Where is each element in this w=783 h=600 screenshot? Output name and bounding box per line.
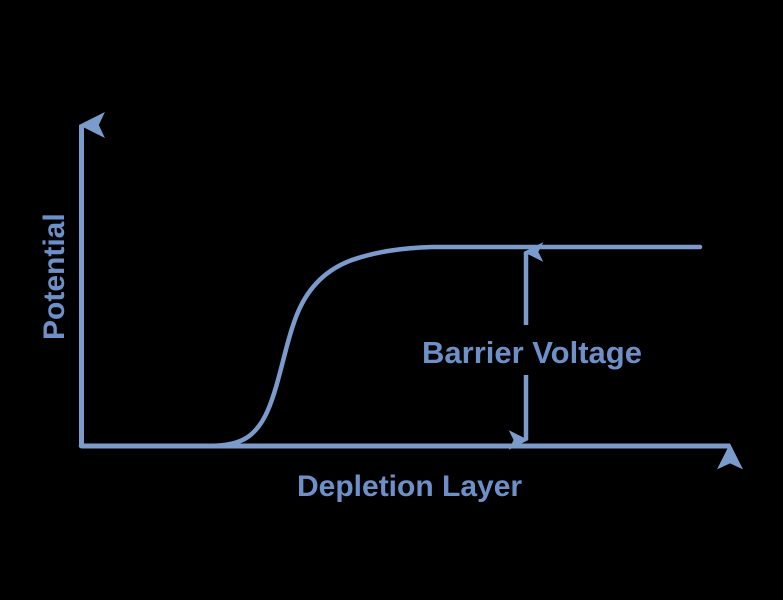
x-axis-label: Depletion Layer [297, 470, 522, 503]
y-axis-label: Potential [38, 213, 71, 340]
barrier-voltage-label: Barrier Voltage [422, 335, 642, 370]
potential-curve [78, 244, 703, 449]
